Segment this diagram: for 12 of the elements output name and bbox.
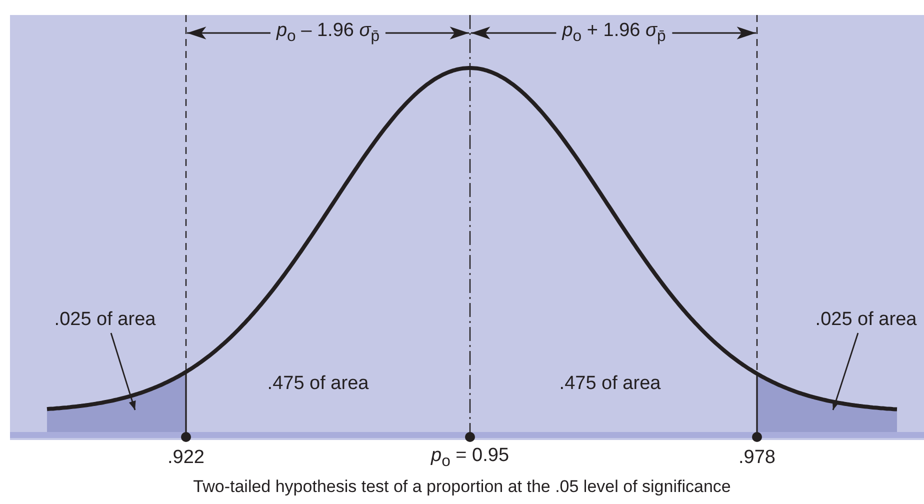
formula-label: p$_{o}$ – 1.96 σ$_{p̄}$ [270, 20, 386, 46]
value-label: .978 [738, 447, 776, 469]
area-label: .025 of area [815, 309, 917, 331]
formula-label: p$_{o}$ + 1.96 σ$_{p̄}$ [556, 20, 672, 46]
leader-arrow [832, 332, 859, 410]
leader-arrow [110, 332, 136, 410]
area-label: .025 of area [54, 309, 156, 331]
area-label: .475 of area [559, 373, 661, 395]
area-label: .475 of area [267, 373, 369, 395]
caption: Two-tailed hypothesis test of a proportion at the .05 level of significance [193, 477, 731, 497]
value-label: .922 [168, 447, 204, 469]
value-label: p$_{o}$ = 0.95 [430, 445, 510, 471]
